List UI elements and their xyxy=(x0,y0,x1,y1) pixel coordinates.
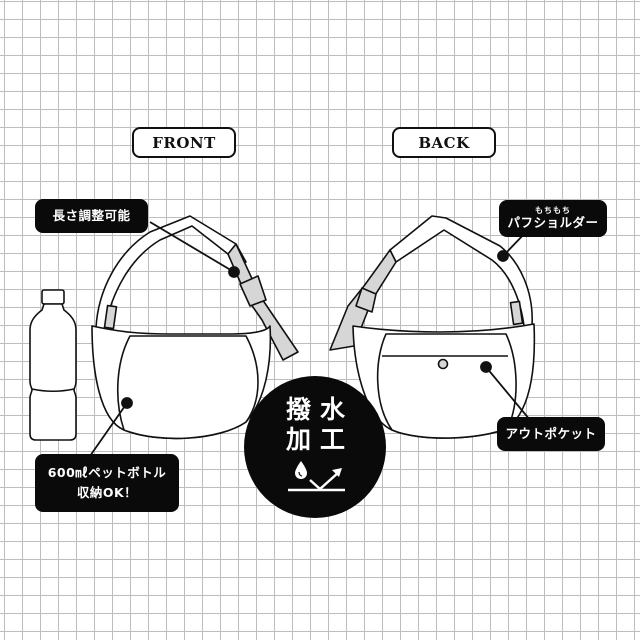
badge-char-4: 工 xyxy=(320,425,346,454)
outer-pocket-text: アウトポケット xyxy=(505,426,597,441)
back-leader-lines xyxy=(480,229,531,421)
puff-shoulder-callout: もちもち パフショルダー xyxy=(499,200,607,237)
bottle-text-line1: 600㎖ペットボトル xyxy=(47,465,167,480)
puff-shoulder-subtext: もちもち xyxy=(535,206,571,215)
puff-shoulder-text: パフショルダー xyxy=(507,215,599,230)
bottle-icon xyxy=(29,289,77,441)
front-view-label: FRONT xyxy=(132,127,236,158)
back-view-label: BACK xyxy=(392,127,496,158)
bottle-callout: 600㎖ペットボトル 収納OK！ xyxy=(35,454,179,512)
bottle-text-line2: 収納OK！ xyxy=(76,485,138,500)
adjustable-length-callout: 長さ調整可能 xyxy=(35,199,148,233)
front-leader-lines xyxy=(89,221,240,457)
badge-char-2: 水 xyxy=(320,395,346,424)
outer-pocket-callout: アウトポケット xyxy=(497,417,605,451)
adjustable-length-text: 長さ調整可能 xyxy=(52,208,131,223)
water-repellent-badge: 撥 水 加 工 xyxy=(244,376,386,518)
badge-char-3: 加 xyxy=(286,425,312,454)
water-repellent-icon xyxy=(288,461,345,492)
badge-char-1: 撥 xyxy=(286,395,312,424)
